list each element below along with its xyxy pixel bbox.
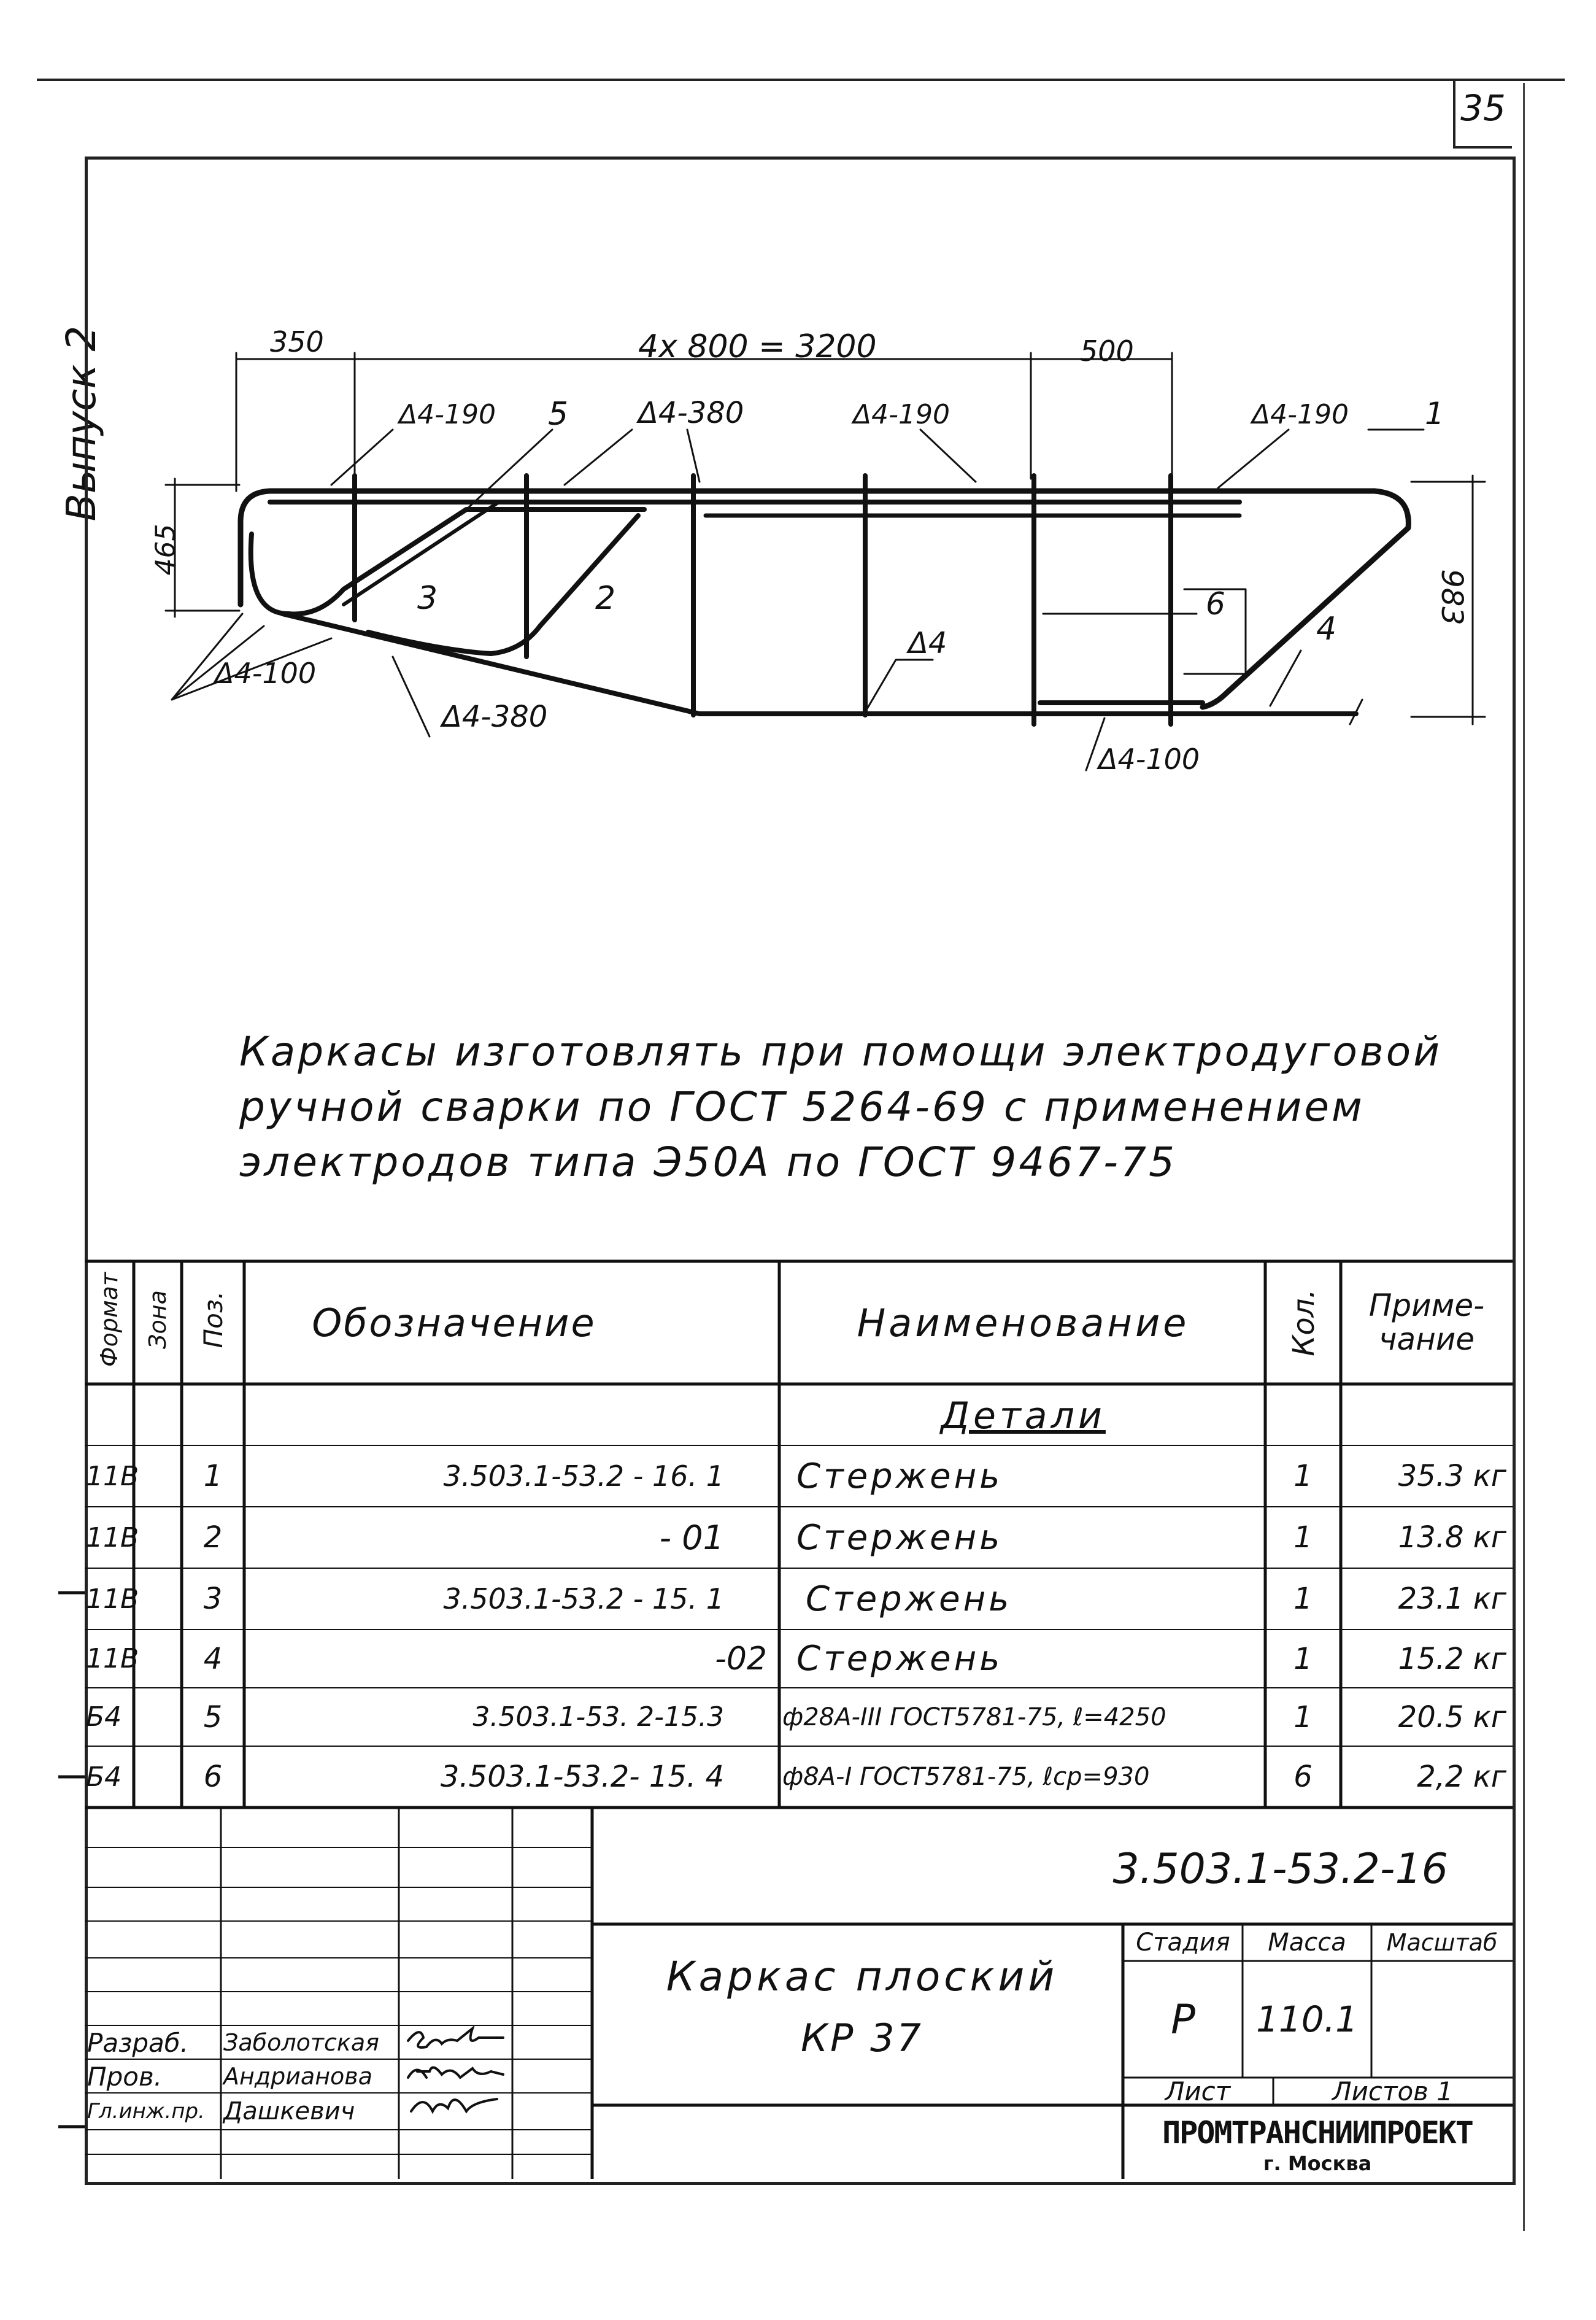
header-qty: Кол.	[1287, 1289, 1321, 1356]
row-format: 11В	[86, 1522, 139, 1553]
row-pos: 2	[203, 1520, 223, 1555]
row-format: 11В	[86, 1583, 139, 1615]
row-name: Стержень	[806, 1579, 1012, 1619]
row-note: 2,2 кг	[1417, 1760, 1506, 1794]
row-pos: 1	[203, 1459, 223, 1493]
row-note: 35.3 кг	[1398, 1459, 1506, 1493]
pos-label-2: 2	[595, 580, 616, 617]
note-line-3: электродов типа Э50А по ГОСТ 9467-75	[239, 1139, 1177, 1186]
weld-label-7: Δ4	[908, 626, 947, 660]
signatures	[407, 2025, 504, 2114]
note-line-1: Каркасы изготовлять при помощи электроду…	[239, 1028, 1443, 1075]
header-note: Приме-чание	[1368, 1288, 1485, 1357]
top-rule	[37, 79, 1565, 81]
row-qty: 6	[1293, 1760, 1313, 1794]
row-note: 20.5 кг	[1398, 1699, 1506, 1734]
role-name: Андрианова	[223, 2063, 372, 2090]
title-line-1: Каркас плоский	[666, 1952, 1058, 2000]
dim-top: 4х 800 = 3200	[638, 328, 877, 365]
row-qty: 1	[1293, 1520, 1313, 1555]
row-pos: 6	[203, 1760, 223, 1794]
row-note: 15.2 кг	[1398, 1641, 1506, 1676]
row-pos: 5	[203, 1699, 223, 1734]
header-zone: Зона	[144, 1290, 171, 1349]
stage-label: Стадия	[1136, 1928, 1230, 1957]
row-name: Стержень	[796, 1456, 1003, 1496]
row-format: Б4	[86, 1701, 122, 1733]
mass-label: Масса	[1268, 1928, 1346, 1957]
org-name: ПРОМТРАНСНИИПРОЕКТ	[1162, 2115, 1474, 2151]
row-note: 23.1 кг	[1398, 1582, 1506, 1616]
header-pos: Поз.	[198, 1291, 228, 1348]
org-city: г. Москва	[1263, 2152, 1372, 2175]
row-designation: - 01	[659, 1518, 724, 1557]
bar-1-slope	[1200, 488, 1411, 710]
row-designation: 3.503.1-53.2- 15. 4	[440, 1760, 724, 1794]
title-line-2: КР 37	[800, 2015, 923, 2060]
note-line-2: ручной сварки по ГОСТ 5264-69 с применен…	[239, 1083, 1365, 1131]
weld-label-1: Δ4-190	[399, 399, 496, 430]
sheet-frame	[85, 157, 1516, 2185]
row-qty: 1	[1293, 1582, 1313, 1616]
row-note: 13.8 кг	[1398, 1520, 1506, 1555]
row-qty: 1	[1293, 1459, 1313, 1493]
sheet-number: 35	[1460, 87, 1506, 129]
row-name: Стержень	[796, 1639, 1003, 1679]
row-format: Б4	[86, 1761, 122, 1793]
right-margin-line	[1523, 83, 1525, 2231]
sheet-label: Лист	[1165, 2076, 1231, 2106]
doc-code: 3.503.1-53.2-16	[1112, 1844, 1448, 1893]
role-label: Гл.инж.пр.	[87, 2099, 205, 2124]
header-designation: Обозначение	[312, 1300, 596, 1345]
row-format: 11В	[86, 1643, 139, 1674]
pos-label-3: 3	[417, 580, 438, 617]
row-designation: 3.503.1-53.2 - 15. 1	[443, 1582, 724, 1615]
dim-500: 500	[1080, 334, 1134, 368]
dim-350: 350	[270, 325, 324, 358]
sheets-label: Листов 1	[1332, 2076, 1453, 2106]
bar-5	[248, 507, 647, 617]
pos-label-5: 5	[548, 396, 569, 433]
scale-label: Масштаб	[1386, 1929, 1498, 1956]
header-name: Наименование	[857, 1300, 1190, 1345]
reinforcement-cage-drawing	[164, 352, 1486, 771]
row-name: Стержень	[796, 1517, 1003, 1558]
weld-label-3: Δ4-190	[853, 399, 950, 430]
stage-value: Р	[1171, 1995, 1195, 2043]
role-label: Разраб.	[87, 2027, 189, 2058]
row-name: ф28А-III ГОСТ5781-75, ℓ=4250	[782, 1703, 1166, 1731]
bar-3	[342, 501, 499, 606]
role-name: Дашкевич	[223, 2097, 355, 2125]
mass-value: 110.1	[1255, 1998, 1359, 2040]
row-designation: -02	[715, 1640, 767, 1677]
role-name: Заболотская	[223, 2029, 379, 2056]
header-format: Формат	[96, 1272, 123, 1367]
row-format: 11В	[86, 1460, 139, 1492]
section-title: Детали	[941, 1394, 1106, 1437]
row-designation: 3.503.1-53.2 - 16. 1	[443, 1460, 724, 1493]
row-name: ф8А-I ГОСТ5781-75, ℓср=930	[782, 1763, 1150, 1791]
row-pos: 4	[203, 1641, 223, 1676]
pos-label-1: 1	[1425, 396, 1444, 431]
weld-label-4: Δ4-190	[1252, 399, 1349, 430]
weld-label-5: Δ4-100	[215, 657, 317, 690]
bar-1	[237, 488, 1378, 608]
pos-label-4: 4	[1316, 611, 1337, 648]
weld-label-8: Δ4-100	[1098, 743, 1200, 776]
weld-label-2: Δ4-380	[638, 396, 744, 430]
row-pos: 3	[203, 1582, 223, 1616]
row-designation: 3.503.1-53. 2-15.3	[472, 1701, 724, 1733]
sheet-number-box	[1453, 79, 1512, 149]
weld-label-6: Δ4-380	[442, 700, 548, 734]
role-label: Пров.	[87, 2061, 163, 2092]
row-qty: 1	[1293, 1641, 1313, 1676]
spec-rows: 11В 1 3.503.1-53.2 - 16. 1 Стержень 1 35…	[85, 1445, 1513, 1808]
row-qty: 1	[1293, 1699, 1313, 1734]
pos-label-6: 6	[1206, 586, 1225, 622]
